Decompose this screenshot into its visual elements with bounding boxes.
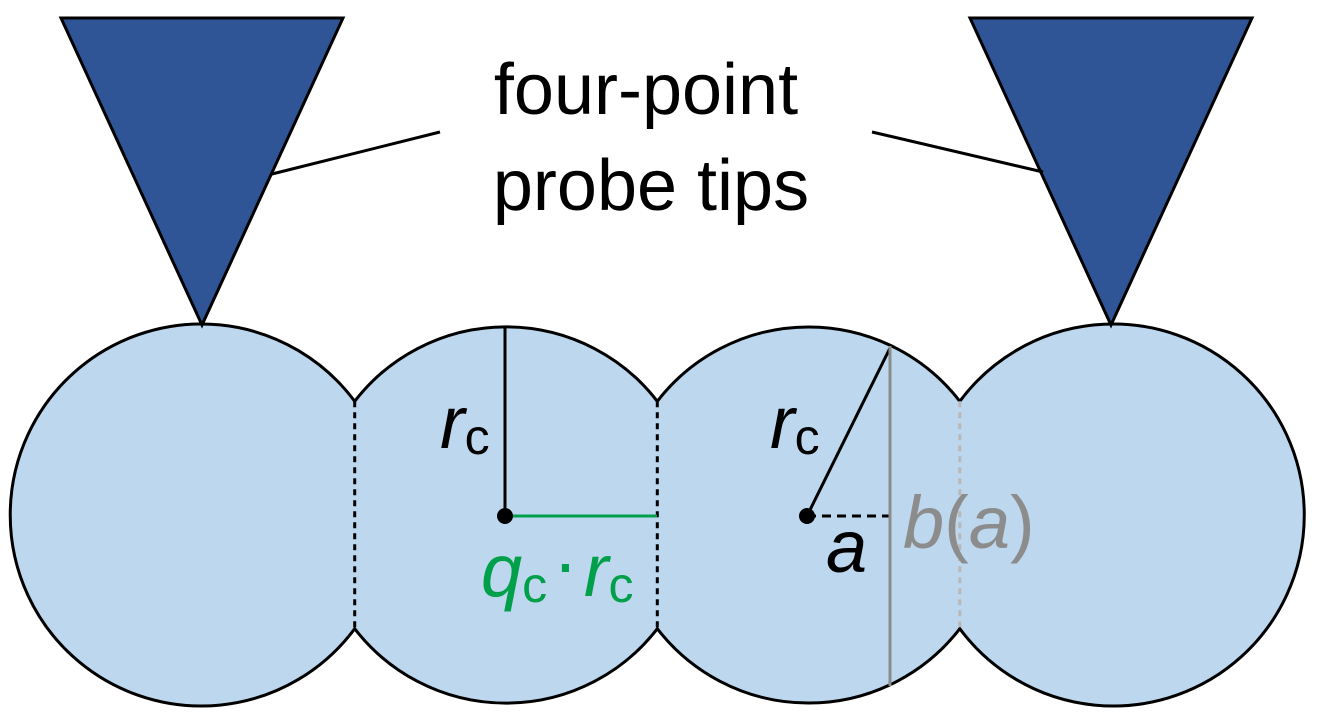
label-line-1: four-point xyxy=(494,50,798,130)
a-label: a xyxy=(826,505,867,588)
b-of-a-label: b(a) xyxy=(903,481,1035,564)
radius-line-sphere-3 xyxy=(805,347,892,517)
probe-tip-right xyxy=(967,16,1255,329)
leader-line-right xyxy=(871,130,1044,174)
rc-label-sphere-3: rc xyxy=(770,381,820,465)
probe-tip-left xyxy=(58,16,346,329)
center-dot-sphere-2 xyxy=(497,508,513,524)
leader-line-left xyxy=(271,130,441,176)
center-dot-sphere-3 xyxy=(799,508,815,524)
qc-rc-label: qc·rc xyxy=(481,521,633,613)
label-line-2: probe tips xyxy=(493,146,809,226)
rc-label-sphere-2: rc xyxy=(440,381,490,465)
